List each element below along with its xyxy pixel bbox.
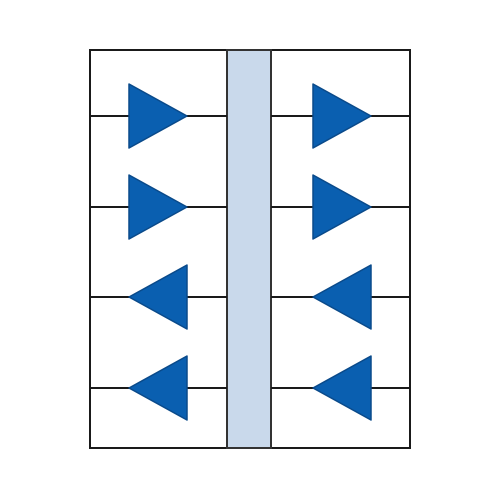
buffer-rows (90, 83, 410, 421)
left-right-triangle-icon-2 (128, 174, 188, 240)
left-left-triangle-icon-3 (128, 264, 188, 330)
center-bus (226, 49, 272, 449)
right-right-triangle-icon-1 (312, 83, 372, 149)
left-right-triangle-icon-1 (128, 83, 188, 149)
right-right-triangle-icon-2 (312, 174, 372, 240)
right-left-triangle-icon-3 (312, 264, 372, 330)
right-left-triangle-icon-4 (312, 355, 372, 421)
left-left-triangle-icon-4 (128, 355, 188, 421)
